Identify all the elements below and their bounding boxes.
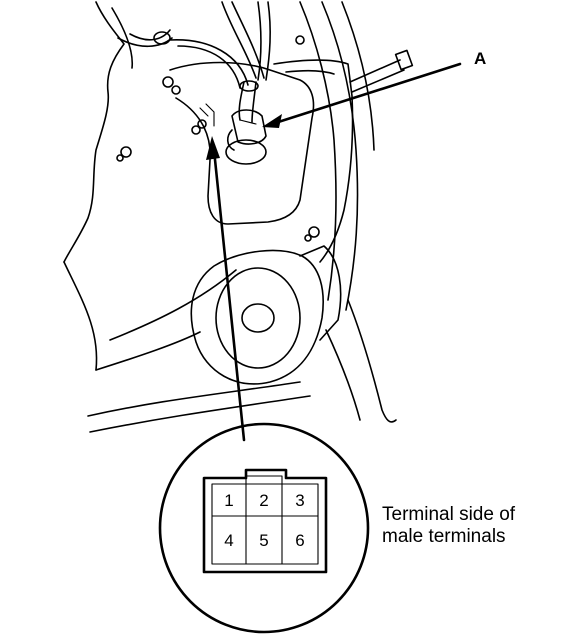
connector-zoom-leader [206, 136, 246, 442]
mounting-clips [116, 35, 320, 242]
door-panel-drawing [63, 1, 414, 433]
pin-label: 6 [295, 531, 304, 550]
connector-a-body [225, 109, 267, 165]
callout-a-leader [262, 62, 462, 128]
caption-line-1: Terminal side of [382, 504, 516, 525]
pin-label: 3 [295, 491, 304, 510]
connector-face: 1 2 3 4 5 6 [202, 468, 328, 574]
pin-label: 5 [259, 531, 268, 550]
pin-label: 4 [224, 531, 233, 550]
connector-detail-circle [158, 422, 370, 634]
pin-label: 2 [259, 491, 268, 510]
caption-line-2: male terminals [382, 526, 506, 547]
pin-label: 1 [224, 491, 233, 510]
callout-a-label: A [474, 49, 486, 68]
